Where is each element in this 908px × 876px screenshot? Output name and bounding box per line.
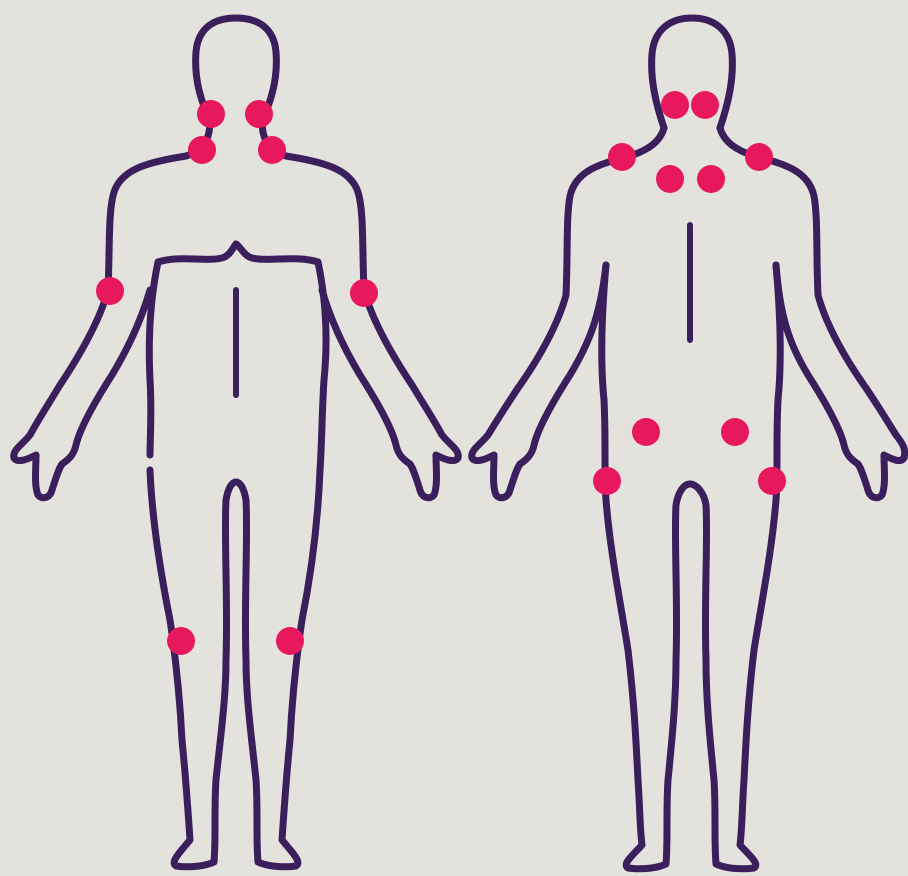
tender-point-back-upper-back-left — [656, 165, 684, 193]
back-left-leg-outline — [606, 484, 690, 869]
tender-point-front-elbow-right — [350, 279, 378, 307]
tender-points — [96, 91, 786, 655]
tender-point-back-thigh-right — [758, 467, 786, 495]
tender-point-back-neck-left — [661, 91, 689, 119]
front-chest-outline — [158, 244, 318, 262]
front-left-leg-outline — [150, 470, 236, 867]
front-body-figure — [14, 18, 459, 867]
tender-point-front-knee-right — [276, 627, 304, 655]
tender-point-back-hip-left — [632, 418, 660, 446]
front-left-torso-outline — [149, 262, 158, 455]
tender-point-front-shoulder-left — [188, 136, 216, 164]
tender-point-back-upper-back-right — [697, 165, 725, 193]
front-left-arm-outline — [14, 120, 210, 498]
back-right-leg-outline — [690, 484, 776, 869]
tender-point-front-neck-right — [245, 100, 273, 128]
front-right-arm-outline — [262, 120, 458, 498]
back-body-figure — [472, 18, 905, 869]
tender-point-back-shoulder-left — [608, 143, 636, 171]
front-right-torso-outline — [318, 262, 326, 470]
tender-point-back-thigh-left — [593, 467, 621, 495]
tender-point-front-elbow-left — [96, 277, 124, 305]
front-right-leg-outline — [236, 470, 320, 867]
tender-point-front-knee-left — [167, 627, 195, 655]
tender-point-back-neck-right — [691, 91, 719, 119]
tender-point-front-neck-left — [197, 100, 225, 128]
tender-point-back-hip-right — [721, 418, 749, 446]
back-right-arm-outline — [720, 128, 905, 498]
tender-point-front-shoulder-right — [258, 136, 286, 164]
tender-point-back-shoulder-right — [745, 143, 773, 171]
back-left-arm-outline — [472, 128, 664, 498]
back-left-torso-outline — [602, 265, 606, 500]
back-right-torso-outline — [776, 265, 780, 500]
